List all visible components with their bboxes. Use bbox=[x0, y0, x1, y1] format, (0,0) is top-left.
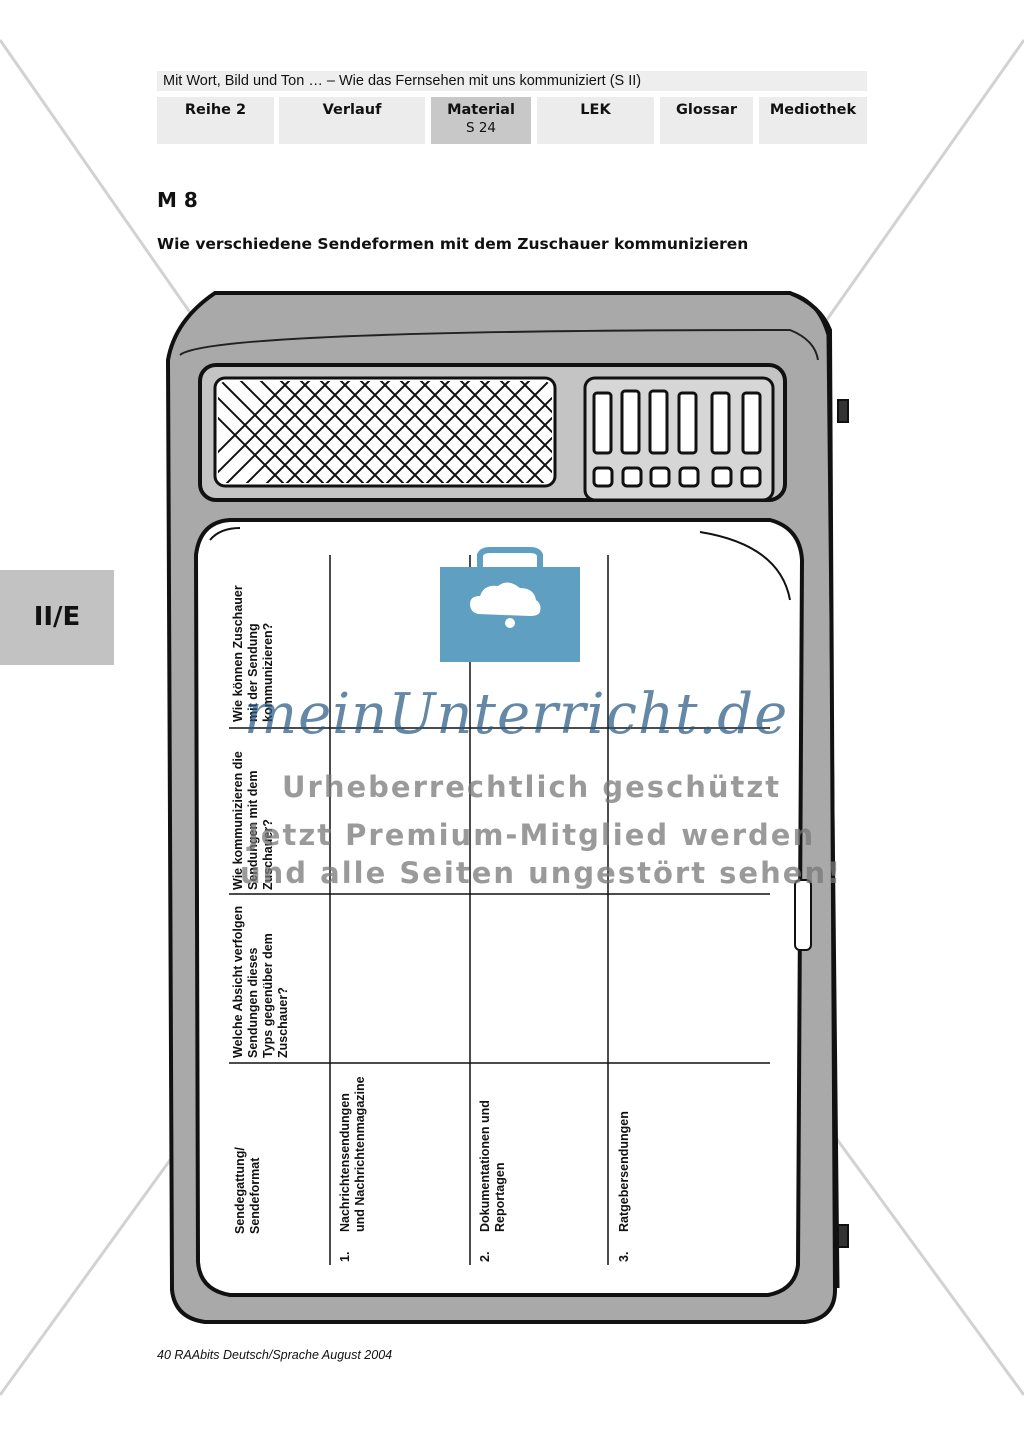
channel-buttons bbox=[583, 376, 775, 502]
watermark-brand: meinUnterricht.de bbox=[244, 682, 789, 747]
side-label-plate bbox=[794, 879, 812, 951]
tab-verlauf[interactable]: Verlauf bbox=[279, 97, 425, 144]
table-header-absicht: Welche Absicht verfolgen Sendungen diese… bbox=[231, 905, 290, 1058]
tab-label: Glossar bbox=[675, 102, 738, 118]
speaker-grille bbox=[213, 376, 557, 488]
nav-tabs: Reihe 2 Verlauf Material S 24 LEK Glossa… bbox=[157, 97, 867, 144]
row-label-nachrichten: Nachrichtensendungen und Nachrichtenmaga… bbox=[338, 1076, 367, 1232]
tab-glossar[interactable]: Glossar bbox=[660, 97, 753, 144]
side-knob bbox=[837, 1224, 849, 1248]
tab-label: LEK bbox=[580, 102, 611, 118]
section-badge: II/E bbox=[0, 570, 114, 665]
watermark-line: und alle Seiten ungestört sehen! bbox=[240, 856, 843, 890]
tab-label: Material bbox=[447, 102, 515, 118]
footer-source: 40 RAAbits Deutsch/Sprache August 2004 bbox=[157, 1348, 393, 1362]
material-code: M 8 bbox=[157, 188, 198, 212]
tab-label: Mediothek bbox=[769, 102, 857, 118]
table-header-sendegattung: Sendegattung/ Sendeformat bbox=[233, 1147, 262, 1234]
document-header-title: Mit Wort, Bild und Ton … – Wie das Ferns… bbox=[157, 71, 867, 91]
material-title: Wie verschiedene Sendeformen mit dem Zus… bbox=[157, 235, 749, 253]
tab-material[interactable]: Material S 24 bbox=[431, 97, 531, 144]
row-number: 2. bbox=[478, 1251, 492, 1262]
tab-page-number: S 24 bbox=[465, 120, 497, 136]
watermark-line: Urheberrechtlich geschützt bbox=[282, 770, 782, 804]
side-knob bbox=[837, 399, 849, 423]
row-number: 3. bbox=[617, 1251, 631, 1262]
briefcase-icon bbox=[440, 547, 580, 662]
tab-mediothek[interactable]: Mediothek bbox=[759, 97, 867, 144]
row-label-dokumentationen: Dokumentationen und Reportagen bbox=[478, 1100, 507, 1232]
row-label-ratgeber: Ratgebersendungen bbox=[617, 1111, 631, 1232]
tab-lek[interactable]: LEK bbox=[537, 97, 654, 144]
tv-screen bbox=[193, 518, 805, 1297]
tab-label: Verlauf bbox=[322, 102, 382, 118]
worksheet-table-grid bbox=[229, 555, 770, 1265]
tab-label: Reihe 2 bbox=[184, 102, 247, 118]
tab-reihe[interactable]: Reihe 2 bbox=[157, 97, 274, 144]
watermark-line: Jetzt Premium-Mitglied werden bbox=[248, 818, 816, 852]
row-number: 1. bbox=[338, 1251, 352, 1262]
